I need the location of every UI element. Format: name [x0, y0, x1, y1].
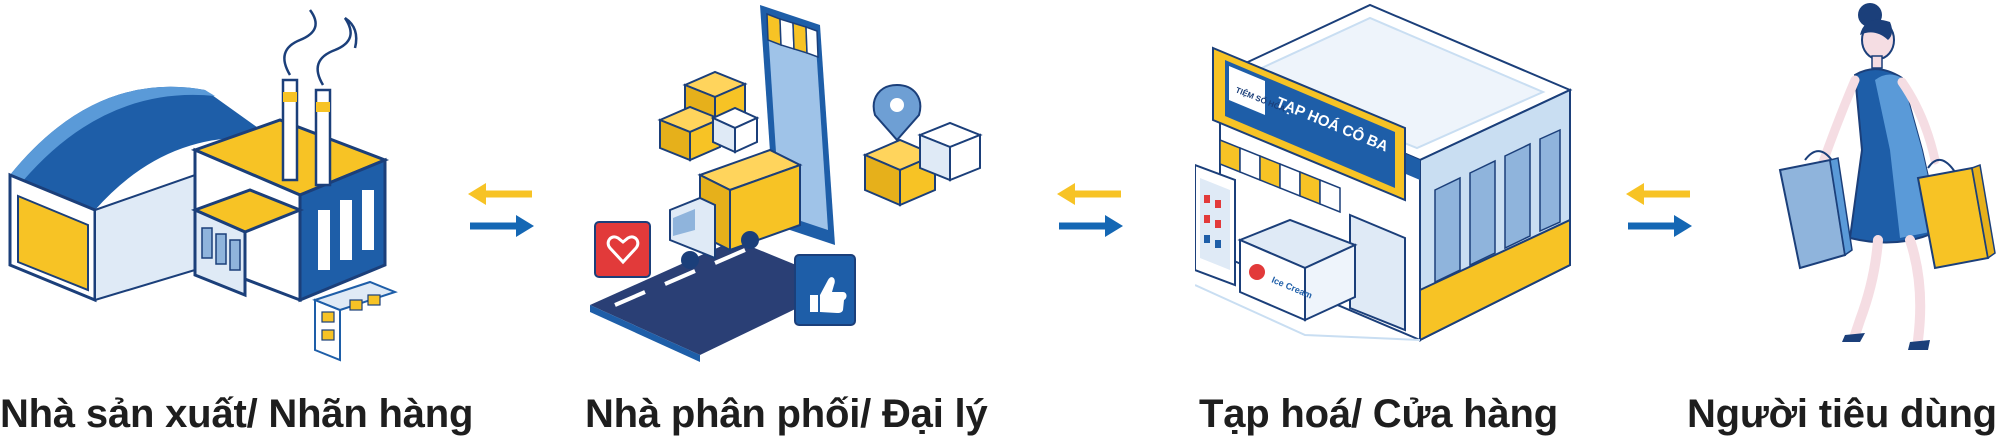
heart-chat-icon	[594, 221, 651, 278]
thumbs-up-icon	[794, 254, 856, 326]
arrow-left-icon	[1626, 183, 1690, 205]
step-label-distributor: Nhà phân phối/ Đại lý	[585, 392, 988, 436]
arrow-right-icon	[470, 215, 534, 237]
distribution-icon	[585, 0, 983, 362]
arrow-right-icon	[1628, 215, 1692, 237]
step-label-manufacturer: Nhà sản xuất/ Nhãn hàng	[0, 392, 474, 436]
step-label-consumer: Người tiêu dùng	[1687, 392, 1997, 436]
arrow-left-icon	[1057, 183, 1121, 205]
distribution-illustration	[585, 0, 995, 370]
arrow-right-icon	[1059, 215, 1123, 237]
bidirectional-arrows	[466, 182, 536, 242]
shopper-icon	[1778, 3, 1996, 350]
step-label-grocery: Tạp hoá/ Cửa hàng	[1199, 392, 1558, 436]
bidirectional-arrows	[1055, 182, 1125, 242]
shopping-bag-icon	[1916, 159, 1996, 270]
grocery-store-illustration: TIỆM SỐ HÓA TẠP HOÁ CÔ BA	[1195, 0, 1575, 370]
shopping-bag-icon	[1778, 150, 1853, 270]
grocery-store-icon: TIỆM SỐ HÓA TẠP HOÁ CÔ BA	[1195, 3, 1573, 342]
factory-illustration	[0, 0, 400, 370]
arrow-left-icon	[468, 183, 532, 205]
shopper-illustration	[1750, 0, 2000, 370]
bidirectional-arrows	[1624, 182, 1694, 242]
factory-icon	[8, 9, 398, 362]
